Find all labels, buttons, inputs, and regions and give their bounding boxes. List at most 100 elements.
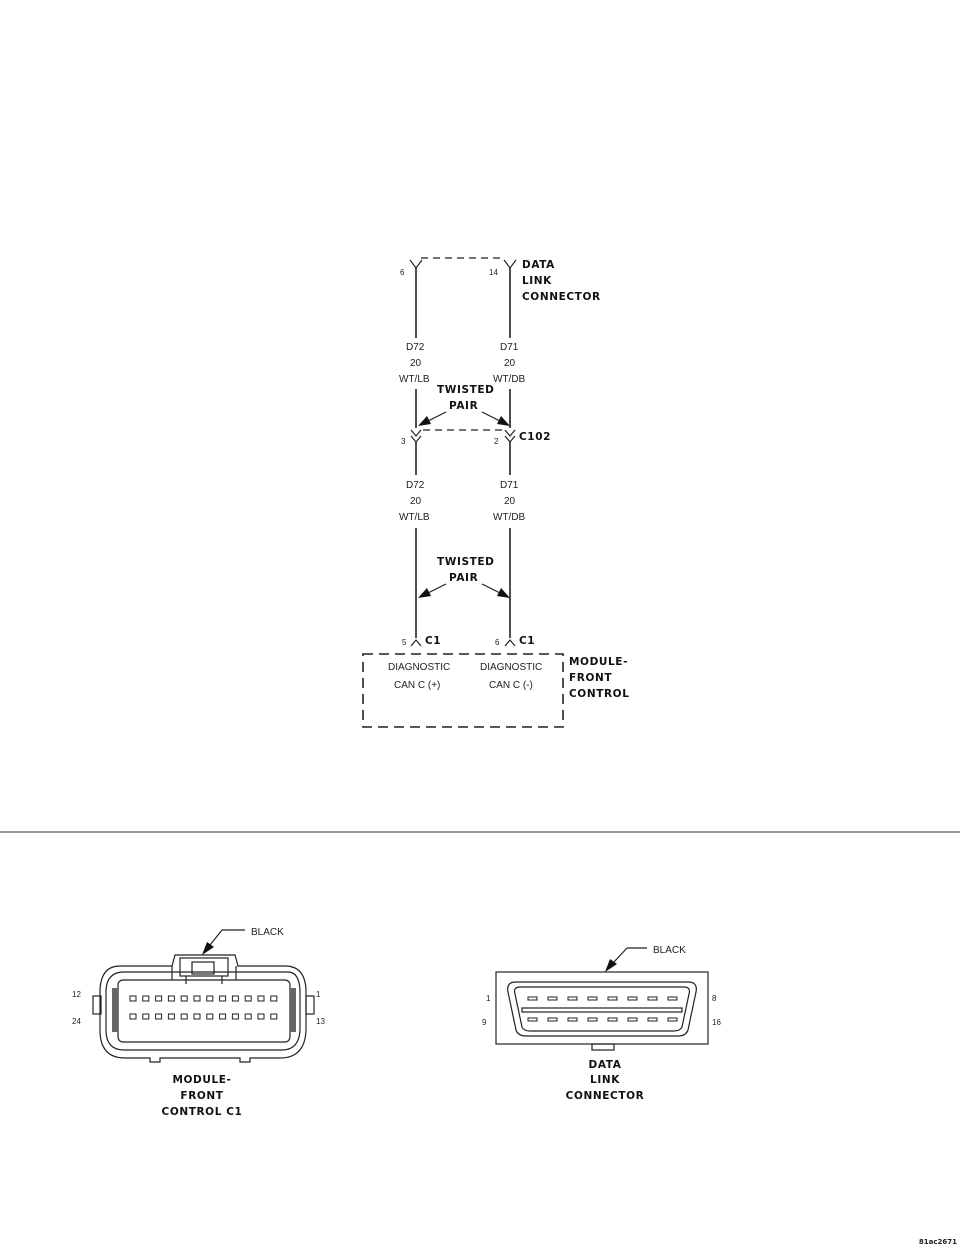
twisted-pair-upper-arrow-right-icon [497, 416, 510, 426]
wire-d71-upper-color: WT/DB [493, 374, 526, 385]
twisted-pair-lower-arrow-left-icon [418, 588, 431, 598]
c102-terminal-left-upper [410, 429, 422, 437]
fcm-color-label: BLACK [251, 927, 284, 938]
dlc-pin-right: 14 [489, 268, 498, 277]
fcm-pin-cavity [231, 1013, 239, 1020]
fcm-pin-cavity [244, 1013, 252, 1020]
dlc-label-line-2: LINK [522, 275, 552, 287]
wire-d71-lower-gauge: 20 [504, 496, 516, 507]
dlc-pin-cavity [547, 1017, 558, 1022]
module-circuit-right-line-1: DIAGNOSTIC [480, 662, 542, 673]
fcm-pin-1-label: 1 [316, 990, 321, 999]
wire-d71-upper-gauge: 20 [504, 358, 516, 369]
twisted-pair-upper-arrow-left-line [427, 411, 447, 422]
twisted-pair-lower-line-1: TWISTED [437, 556, 494, 568]
fcm-pin-cavity [231, 995, 239, 1002]
twisted-pair-lower-arrow-right-icon [497, 588, 510, 598]
dlc-terminal-left [409, 259, 423, 269]
module-circuit-left-line-2: CAN C (+) [394, 680, 440, 691]
c1-label-left: C1 [425, 635, 441, 647]
dlc-pin-cavity [527, 996, 538, 1001]
fcm-title-line-3: CONTROL C1 [162, 1106, 243, 1118]
module-circuit-right-line-2: CAN C (-) [489, 680, 533, 691]
module-label-line-2: FRONT [569, 672, 612, 684]
c1-terminal-right [504, 639, 516, 647]
fcm-pin-cavity [270, 1013, 278, 1020]
c102-terminal-right-upper [504, 429, 516, 437]
c102-pin-left: 3 [401, 437, 406, 446]
fcm-pin-cavity [244, 995, 252, 1002]
wire-d72-lower-gauge: 20 [410, 496, 422, 507]
dlc-pin-8-label: 8 [712, 994, 717, 1003]
dlc-label-line-1: DATA [522, 259, 555, 271]
dlc-color-leader-diag [613, 947, 628, 963]
fcm-pin-cavity [155, 1013, 163, 1020]
fcm-ear-right [305, 995, 315, 1015]
fcm-pin-cavity [257, 995, 265, 1002]
dlc-pin-cavity [627, 996, 638, 1001]
twisted-pair-lower-line-2: PAIR [449, 572, 478, 584]
fcm-pin-cavity [206, 995, 214, 1002]
wire-d71-lower-color: WT/DB [493, 512, 526, 523]
wire-d71-lower-code: D71 [500, 480, 519, 491]
fcm-pin-cavity [129, 1013, 137, 1020]
dlc-pin-9-label: 9 [482, 1018, 487, 1027]
twisted-pair-lower-arrow-left-line [427, 583, 447, 594]
c1-terminal-left [410, 639, 422, 647]
dlc-pin-cavity [587, 996, 598, 1001]
c102-label: C102 [519, 431, 551, 443]
fcm-pin-cavity [257, 1013, 265, 1020]
dlc-pin-1-label: 1 [486, 994, 491, 1003]
twisted-pair-upper-line-2: PAIR [449, 400, 478, 412]
dlc-trapezoid-inner [513, 986, 691, 1032]
c1-pin-right: 6 [495, 638, 500, 647]
dlc-pin-cavity [567, 1017, 578, 1022]
fcm-pin-12-label: 12 [72, 990, 81, 999]
fcm-pin-cavity [142, 1013, 150, 1020]
c1-label-right: C1 [519, 635, 535, 647]
fcm-ear-left [92, 995, 102, 1015]
fcm-pin-cavity [142, 995, 150, 1002]
fcm-side-rail-left [112, 988, 118, 1032]
twisted-pair-upper-arrow-right-line [481, 411, 501, 422]
module-label-line-1: MODULE- [569, 656, 628, 668]
fcm-pin-cavity [206, 1013, 214, 1020]
fcm-pin-cavity [270, 995, 278, 1002]
fcm-shell-inner [105, 971, 301, 1051]
wire-d72-lower-code: D72 [406, 480, 425, 491]
dlc-pin-cavity [667, 996, 678, 1001]
dlc-title-line-3: CONNECTOR [566, 1090, 645, 1102]
wire-d72-upper-color: WT/LB [399, 374, 430, 385]
fcm-color-leader-diag [209, 929, 223, 946]
twisted-pair-lower-arrow-right-line [481, 583, 501, 594]
dlc-color-arrow-icon [605, 959, 617, 972]
fcm-pin-cavity [155, 995, 163, 1002]
dlc-connector-view: BLACK 1 8 9 16 DATA LINK CONNECTOR [482, 945, 721, 1102]
fcm-pin-cavity [129, 995, 137, 1002]
dlc-pin-cavity [607, 996, 618, 1001]
twisted-pair-upper-arrow-left-icon [418, 416, 431, 426]
module-circuit-left-line-1: DIAGNOSTIC [388, 662, 450, 673]
fcm-pin-cavity [167, 1013, 175, 1020]
fcm-pin-24-label: 24 [72, 1017, 81, 1026]
dlc-pin-cavity [587, 1017, 598, 1022]
dlc-pin-cavity [567, 996, 578, 1001]
c102-pin-right: 2 [494, 437, 499, 446]
fcm-title-line-2: FRONT [180, 1090, 223, 1102]
twisted-pair-upper-line-1: TWISTED [437, 384, 494, 396]
fcm-pin-cavity [219, 995, 227, 1002]
fcm-color-arrow-icon [202, 942, 214, 955]
fcm-pin-body [117, 979, 291, 1043]
dlc-center-rib [521, 1007, 683, 1013]
fcm-pin-cavity [193, 995, 201, 1002]
fcm-pin-cavity [167, 995, 175, 1002]
figure-code: 81ac2671 [919, 1238, 957, 1246]
dlc-pin-cavity [647, 1017, 658, 1022]
dlc-title-line-1: DATA [589, 1059, 622, 1071]
fcm-latch [179, 957, 229, 977]
dlc-trapezoid-outer [507, 981, 697, 1037]
fcm-pin-cavity [219, 1013, 227, 1020]
fcm-pin-13-label: 13 [316, 1017, 325, 1026]
fcm-title-line-1: MODULE- [172, 1074, 231, 1086]
dlc-pin-16-label: 16 [712, 1018, 721, 1027]
